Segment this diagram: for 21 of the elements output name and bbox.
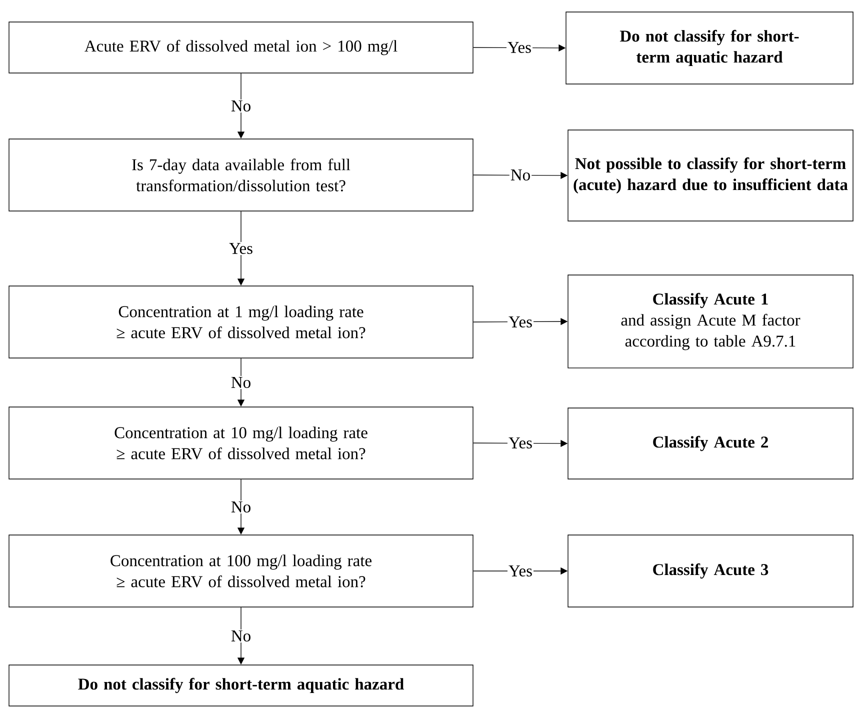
- edge-label: No: [230, 376, 252, 389]
- result-box: Not possible to classify for short-term (acute) hazard due to insufficient data: [568, 130, 854, 222]
- decision-box: Concentration at 100 mg/l loading rate ≥ acute ERV of dissolved metal ion?: [8, 534, 474, 608]
- edge-label: No: [230, 630, 252, 642]
- decision-box: Concentration at 1 mg/l loading rate ≥ acute ERV of dissolved metal ion?: [8, 286, 474, 358]
- result-box: Do not classify for short-term aquatic hazard: [566, 12, 854, 84]
- result-box: Classify Acute 1 and assign Acute M factor according to table A9.7.1: [568, 274, 854, 368]
- result-box: Classify Acute 3: [568, 534, 854, 608]
- decision-box: Concentration at 10 mg/l loading rate ≥ acute ERV of dissolved metal ion?: [8, 406, 474, 480]
- edge-label: No: [509, 168, 532, 182]
- edge-label: Yes: [508, 564, 534, 578]
- decision-box: Is 7-day data available from full transformation/dissolution test?: [8, 138, 474, 212]
- edge-label: Yes: [508, 316, 534, 328]
- edge-label: No: [230, 100, 252, 112]
- decision-box: Acute ERV of dissolved metal ion > 100 mg/l: [8, 22, 474, 74]
- result-box: Classify Acute 2: [568, 408, 854, 480]
- edge-label: Yes: [228, 242, 254, 255]
- result-box: Do not classify for short-term aquatic hazard: [8, 664, 474, 706]
- edge-label: No: [230, 500, 252, 514]
- edge-label: Yes: [508, 436, 534, 450]
- edge-label: Yes: [506, 41, 532, 54]
